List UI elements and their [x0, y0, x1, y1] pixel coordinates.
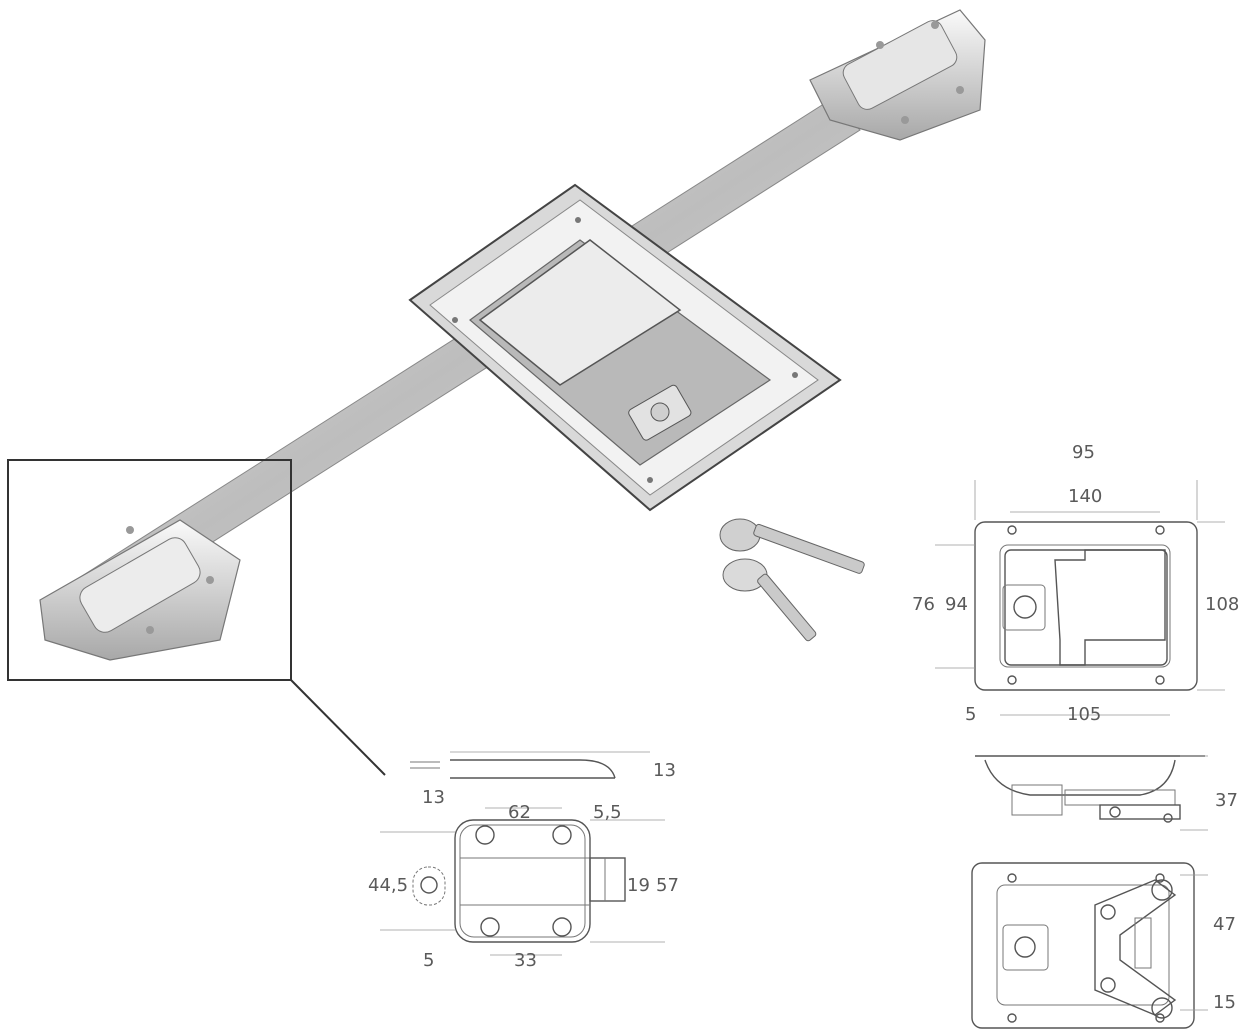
latch-dim-19: 19: [627, 875, 650, 896]
bottom-bolt-latch: [39, 519, 241, 661]
back-dim-15: 15: [1213, 992, 1236, 1013]
handle-front-drawing: [935, 480, 1225, 716]
latch-dim-44-5: 44,5: [368, 875, 408, 896]
front-dim-76: 76: [912, 594, 935, 615]
locking-bar-photo: [39, 9, 986, 661]
detail-highlight-frame: [7, 459, 292, 681]
latch-dim-13-left: 13: [422, 787, 445, 808]
front-dim-108: 108: [1205, 594, 1239, 615]
front-dim-94: 94: [945, 594, 968, 615]
front-dim-95: 95: [1072, 442, 1095, 463]
latch-dim-5: 5: [423, 950, 434, 971]
handle-back-drawing: [971, 862, 1208, 1029]
latch-dim-5-5: 5,5: [593, 802, 622, 823]
front-dim-140: 140: [1068, 486, 1102, 507]
paddle-handle: [408, 183, 842, 512]
latch-dim-57: 57: [656, 875, 679, 896]
front-dim-5: 5: [965, 704, 976, 725]
latch-dim-33: 33: [514, 950, 537, 971]
latch-technical-drawing: [380, 751, 665, 956]
detail-leader-line: [290, 679, 386, 776]
keys-photo: [719, 518, 865, 642]
latch-dim-13-right: 13: [653, 760, 676, 781]
handle-side-drawing: [975, 755, 1208, 831]
side-dim-37: 37: [1215, 790, 1238, 811]
back-dim-47: 47: [1213, 914, 1236, 935]
front-dim-105: 105: [1067, 704, 1101, 725]
latch-dim-62: 62: [508, 802, 531, 823]
top-bolt-latch: [809, 9, 986, 141]
